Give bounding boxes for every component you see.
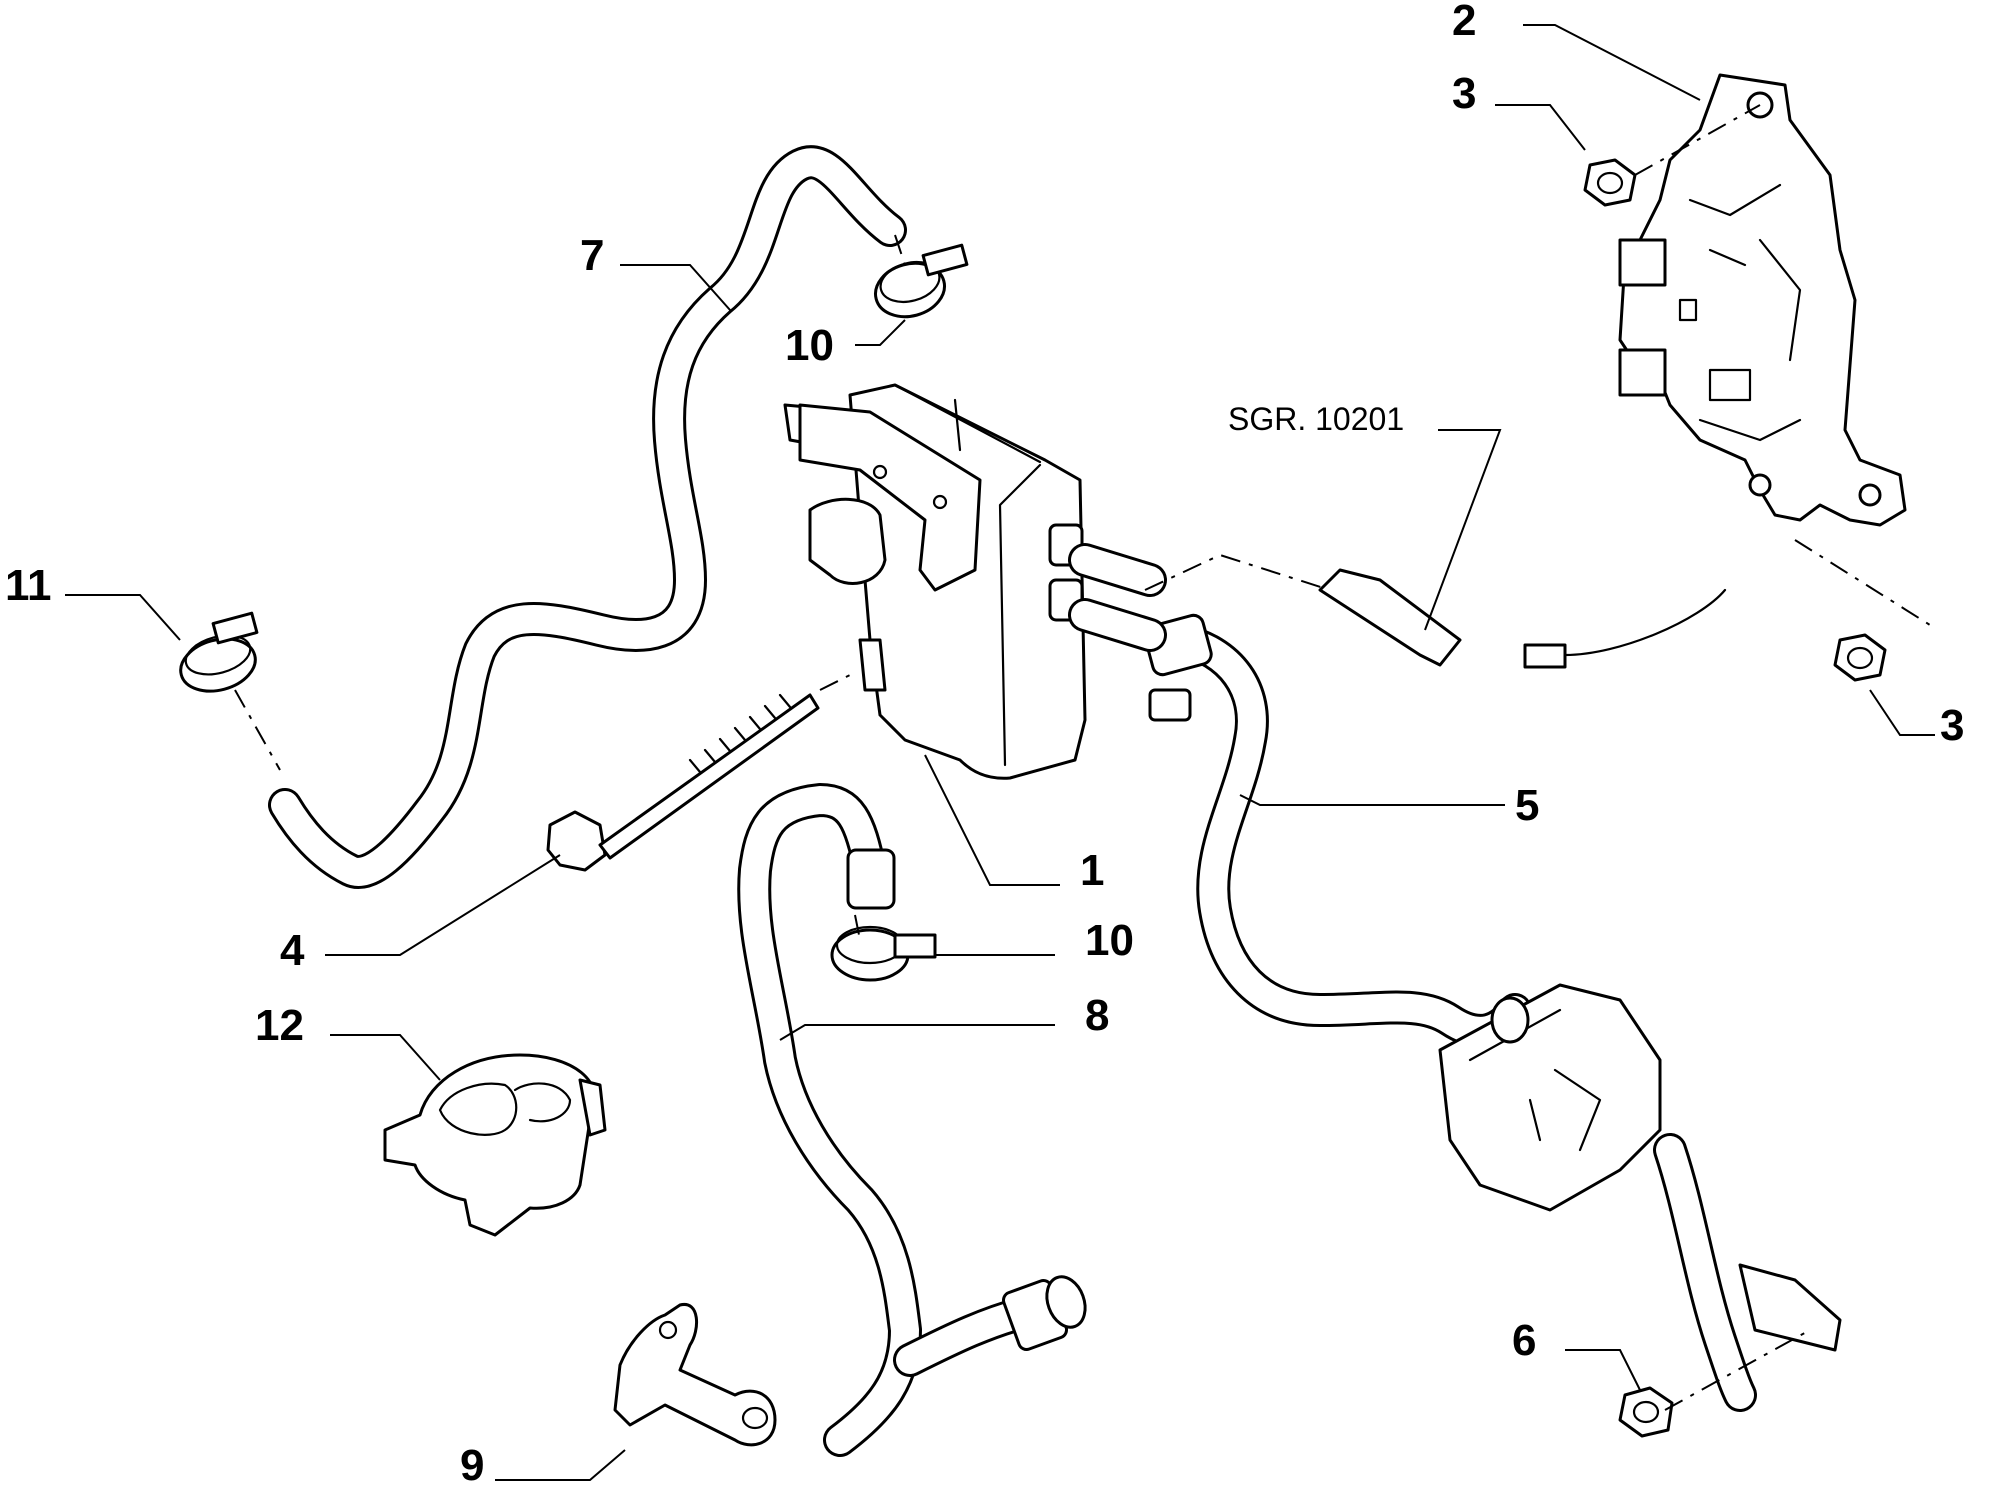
- callout-2: 2: [1452, 0, 1476, 45]
- vent-canister: [1438, 983, 1842, 1352]
- nut-3-lower: [1833, 633, 1887, 682]
- callout-7: 7: [580, 231, 604, 280]
- nut-3-upper: [1583, 158, 1637, 207]
- callout-6: 6: [1512, 1316, 1536, 1365]
- callout-9: 9: [460, 1441, 484, 1490]
- reference-label: SGR. 10201: [1228, 401, 1404, 437]
- callout-5: 5: [1515, 781, 1539, 830]
- bolt: [546, 693, 820, 872]
- leader-lines: [65, 24, 1935, 1481]
- hose-7: [268, 145, 907, 889]
- holder-clamp: [383, 1053, 607, 1237]
- callout-3-lower: 3: [1940, 701, 1964, 750]
- clamp-10-lower: [830, 925, 937, 982]
- bracket: [1618, 73, 1907, 527]
- callout-1: 1: [1080, 846, 1104, 895]
- callout-4: 4: [280, 926, 305, 975]
- canister: [783, 383, 1167, 780]
- small-bracket: [613, 1303, 777, 1447]
- callout-3-upper: 3: [1452, 69, 1476, 118]
- alignment-lines: [234, 104, 1931, 1411]
- hose-8-end-fitting: [846, 848, 1087, 1351]
- callout-11: 11: [5, 561, 52, 610]
- nut-6: [1618, 1386, 1674, 1438]
- callout-8: 8: [1085, 991, 1109, 1040]
- callout-10-lower: 10: [1085, 916, 1134, 965]
- callout-labels: 1 2 3 3 4 5 6 7 8 9 10 10 11 12 SGR. 102…: [5, 0, 1964, 1490]
- callout-12: 12: [255, 1001, 304, 1050]
- reference-pipe: [1144, 553, 1727, 669]
- callout-10-upper: 10: [785, 321, 834, 370]
- hose-5: [1163, 623, 1757, 1412]
- hose-8: [737, 783, 1052, 1457]
- clamp-11: [179, 611, 259, 693]
- clamp-10-upper: [874, 243, 969, 319]
